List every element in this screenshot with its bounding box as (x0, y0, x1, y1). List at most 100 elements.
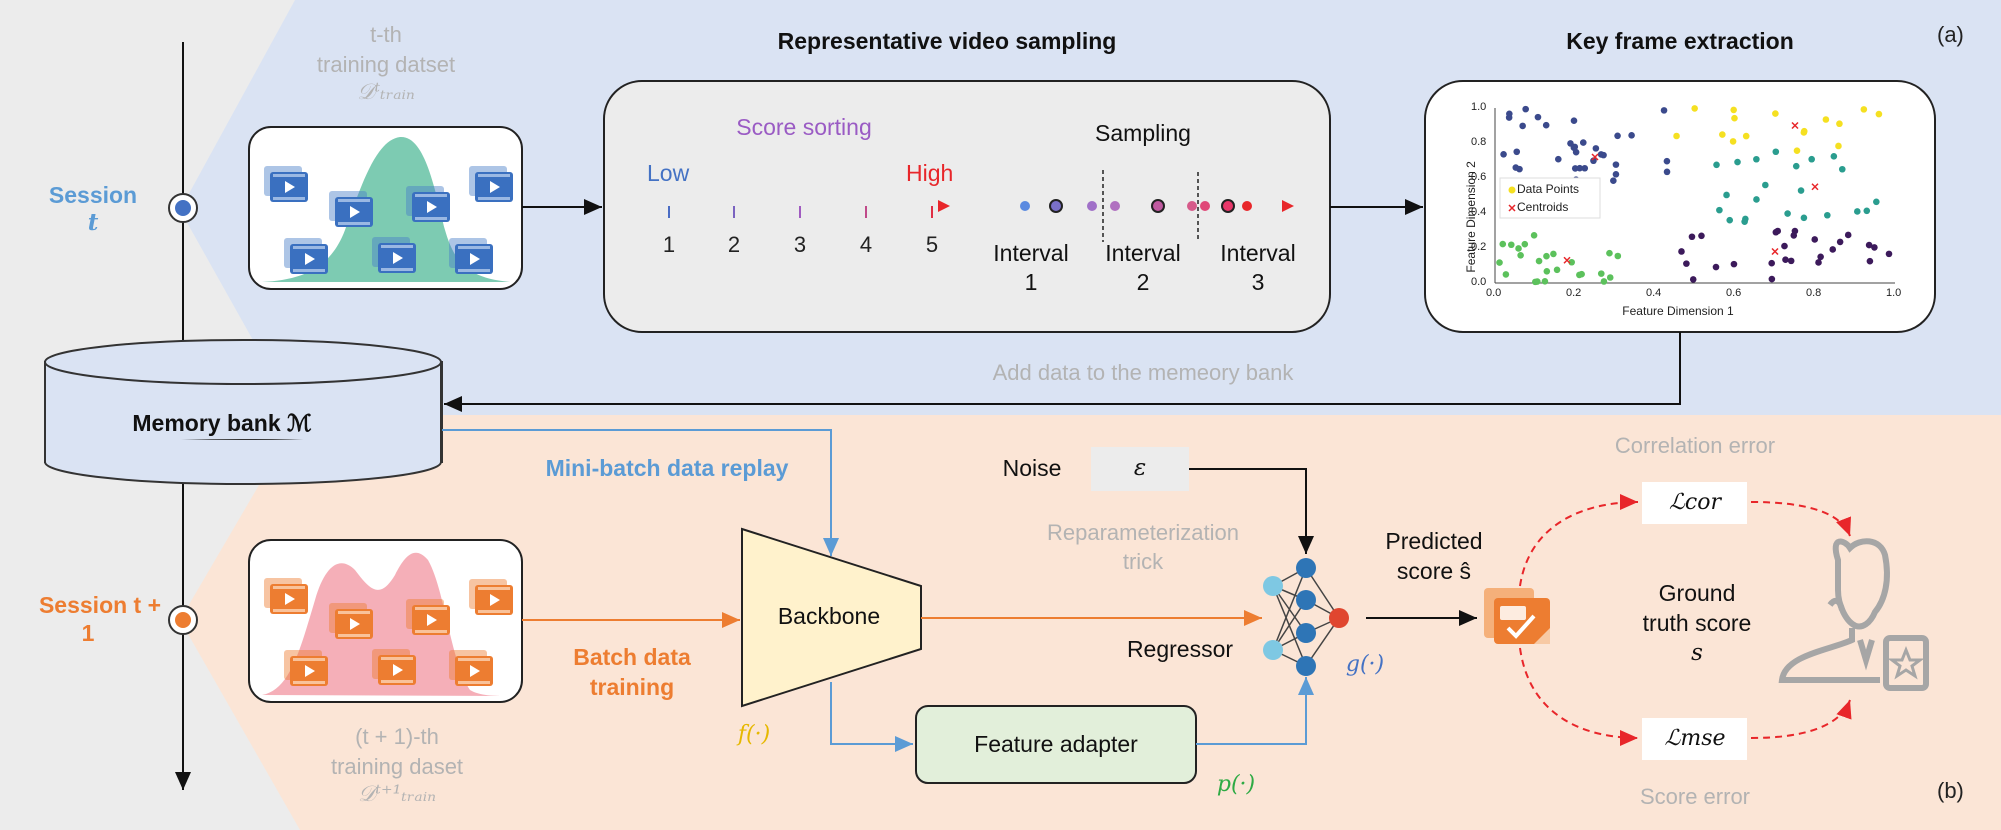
batch-training-line1: Batch data (573, 644, 691, 670)
data-point (1712, 263, 1720, 271)
data-point (1673, 132, 1680, 140)
data-point (1829, 246, 1837, 253)
keyframe-xtick: 0.8 (1806, 287, 1822, 299)
data-point (1817, 253, 1824, 261)
adapter-fn: p(·) (1216, 772, 1256, 797)
dataset-t1-symbol: 𝒟ᵗ⁺¹ₜᵣₐᵢₙ (357, 782, 437, 807)
interval-3-num: 3 (1251, 269, 1265, 295)
data-point (1836, 238, 1844, 246)
data-point (1871, 244, 1878, 251)
data-point (1534, 278, 1541, 285)
data-point (1781, 242, 1788, 250)
data-point (1860, 106, 1868, 113)
panel-a-tag: (a) (1937, 22, 1964, 47)
reparam-line1: Reparameterization (1047, 520, 1239, 545)
data-point (1691, 105, 1698, 112)
data-point (1614, 252, 1622, 260)
data-point (1853, 208, 1861, 215)
data-point (1663, 168, 1671, 176)
keyframe-xtick: 0.0 (1486, 287, 1502, 299)
score-error-label: Score error (1639, 784, 1751, 809)
memory-bank-cylinder (44, 339, 443, 485)
data-point (1507, 241, 1515, 249)
predicted-line1: Predicted (1385, 528, 1483, 554)
data-point (1742, 132, 1750, 140)
keyframe-xtick: 0.4 (1646, 287, 1662, 299)
data-point (1768, 259, 1775, 267)
data-point (1550, 250, 1557, 258)
data-point (1726, 216, 1734, 224)
centroid-marker (1591, 153, 1599, 161)
data-point (1844, 231, 1852, 239)
data-point (1519, 122, 1526, 130)
data-point (1542, 121, 1550, 129)
loss-cor-label: ℒcor (1669, 490, 1721, 515)
centroid-marker (1563, 256, 1571, 264)
keyframe-ytick: 0.8 (1471, 136, 1487, 148)
data-point (1578, 270, 1585, 278)
arrow-noise-to-regressor (1189, 468, 1314, 554)
data-point (1774, 227, 1782, 235)
data-point (1535, 257, 1543, 265)
noise-box (1091, 447, 1189, 491)
keyframe-title: Key frame extraction (1566, 28, 1794, 54)
data-point (1793, 147, 1801, 154)
sampling-title: Representative video sampling (777, 28, 1117, 54)
score-document-icon (1484, 588, 1550, 644)
score-tick-4: 4 (859, 232, 873, 257)
score-tick-3: 3 (793, 232, 807, 257)
keyframe-ytick: 0.6 (1471, 171, 1487, 183)
keyframe-xtick: 1.0 (1886, 287, 1902, 299)
data-point (1719, 131, 1726, 138)
sampling-label: Sampling (1095, 120, 1191, 146)
data-point (1875, 110, 1883, 118)
dataset-t1-line1: (t + 1)-th (355, 724, 439, 749)
data-point (1610, 177, 1617, 185)
data-point (1572, 148, 1580, 156)
data-point (1522, 105, 1529, 113)
centroid-marker (1771, 247, 1779, 256)
dataset-t-line2: training datset (316, 52, 456, 77)
session-t-var: t (87, 209, 99, 236)
arrow-adapter-to-regressor (1196, 677, 1314, 745)
data-point (1689, 276, 1697, 283)
data-point (1713, 161, 1720, 169)
data-point (1753, 155, 1760, 163)
keyframe-xlabel: Feature Dimension 1 (1622, 304, 1734, 318)
data-point (1688, 233, 1696, 241)
data-point (1590, 157, 1597, 165)
session-t1-num: 1 (81, 620, 95, 646)
data-point (1612, 171, 1620, 178)
data-point (1741, 218, 1748, 225)
data-point (1600, 151, 1607, 159)
data-point (1502, 271, 1510, 278)
data-point (1866, 257, 1874, 265)
data-point (1568, 258, 1575, 266)
data-point (1683, 260, 1690, 267)
batch-training-line2: training (589, 674, 675, 700)
keyframe-xtick: 0.2 (1566, 287, 1582, 299)
legend-data-points: Data Points (1517, 182, 1580, 196)
data-point (1576, 164, 1584, 172)
adapter-label: Feature adapter (974, 731, 1138, 757)
score-tick-5: 5 (925, 232, 939, 257)
data-point (1729, 138, 1737, 145)
arrow-backbone-to-adapter (830, 682, 913, 752)
data-point (1606, 249, 1613, 257)
backbone-label: Backbone (777, 603, 881, 629)
score-sorting-label: Score sorting (736, 114, 872, 140)
data-point (1791, 227, 1799, 235)
data-point (1800, 214, 1808, 222)
session-t-label: Session (48, 182, 138, 208)
data-point (1513, 148, 1521, 156)
data-point (1787, 257, 1795, 265)
interval-3-word: Interval (1220, 240, 1296, 266)
loss-mse-label: ℒmse (1664, 726, 1726, 751)
data-point (1592, 145, 1600, 152)
data-point (1863, 207, 1871, 215)
data-point (1716, 206, 1723, 214)
data-point (1581, 164, 1589, 172)
gt-line2: truth score (1642, 610, 1752, 636)
score-tick-1: 1 (662, 232, 676, 257)
